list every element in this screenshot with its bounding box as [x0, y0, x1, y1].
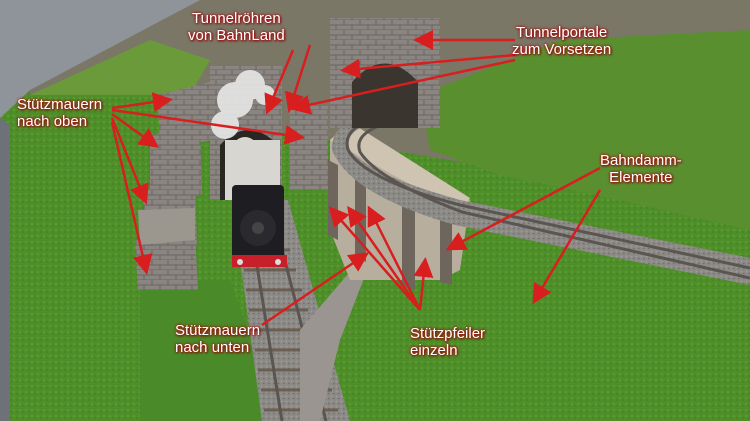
label-stuetzpfeiler: Stützpfeiler einzeln: [410, 325, 485, 359]
label-stuetzmauern-oben: Stützmauern nach oben: [17, 96, 102, 130]
annotation-arrows: [110, 30, 602, 327]
label-stuetzmauern-oben-line1: Stützmauern: [17, 96, 103, 113]
label-stuetzmauern-unten-line2: nach unten: [175, 339, 250, 356]
label-bahndamm-line1: Bahndamm-: [600, 152, 682, 169]
tunnel-right-pillar: [290, 105, 328, 190]
embankment-top: [330, 122, 470, 212]
label-stuetzpfeiler-line2: einzeln: [410, 342, 458, 359]
label-stuetzmauern-unten: Stützmauern nach unten: [175, 322, 260, 356]
label-stuetzpfeiler-line1: Stützpfeiler: [410, 325, 486, 342]
label-bahndamm: Bahndamm- Elemente: [600, 152, 682, 186]
label-tunnelportale: Tunnelportale zum Vorsetzen: [512, 24, 611, 58]
label-tunnelportale-line1: Tunnelportale: [516, 24, 608, 41]
lower-retaining-wall: [300, 250, 375, 421]
upper-track-bed: [331, 108, 750, 285]
grass-mid-left: [140, 280, 280, 421]
label-tunnelroehren-line2: von BahnLand: [188, 27, 285, 44]
label-tunnelroehren-line1: Tunnelröhren: [192, 10, 281, 27]
tunnel-portal-opening: [352, 63, 418, 128]
label-stuetzmauern-oben-line2: nach oben: [17, 113, 88, 130]
upper-rail-inner: [357, 118, 750, 280]
board-edge-left: [0, 118, 10, 421]
label-tunnelportale-line2: zum Vorsetzen: [512, 41, 612, 58]
hill-grass-right: [420, 30, 750, 230]
grass-left-shelf: [0, 95, 160, 300]
label-bahndamm-line2: Elemente: [609, 169, 673, 186]
steam-locomotive: [225, 140, 287, 267]
label-stuetzmauern-unten-line1: Stützmauern: [175, 322, 261, 339]
label-tunnelroehren: Tunnelröhren von BahnLand: [188, 10, 285, 44]
